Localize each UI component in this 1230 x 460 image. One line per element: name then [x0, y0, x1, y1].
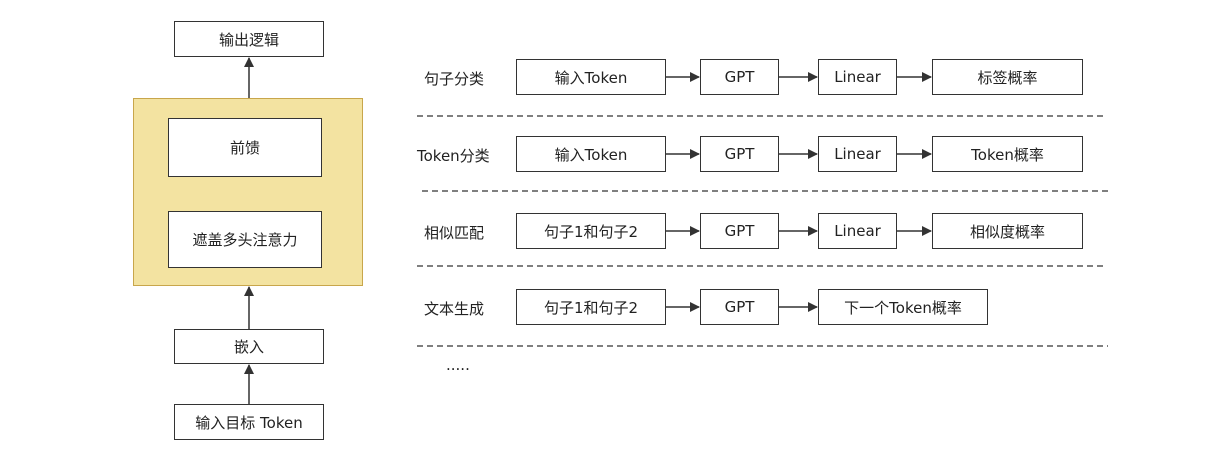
input-token-label: 输入目标 Token [195, 413, 303, 432]
output-logits-box: 输出逻辑 [174, 21, 324, 57]
row3-gpt-label: GPT [724, 222, 755, 240]
row2-gpt-label: GPT [724, 145, 755, 163]
embedding-box: 嵌入 [174, 329, 324, 364]
row1-gpt-label: GPT [724, 68, 755, 86]
row1-linear-box: Linear [818, 59, 897, 95]
row4-gpt-box: GPT [700, 289, 779, 325]
row1-linear-label: Linear [834, 68, 881, 86]
row2-input-box: 输入Token [516, 136, 666, 172]
feed-forward-box: 前馈 [168, 118, 322, 177]
row3-output-box: 相似度概率 [932, 213, 1083, 249]
row1-input-label: 输入Token [554, 68, 628, 87]
task-name-similarity-matching: 相似匹配 [424, 224, 485, 242]
row3-linear-box: Linear [818, 213, 897, 249]
row4-input-label: 句子1和句子2 [543, 298, 639, 317]
row1-gpt-box: GPT [700, 59, 779, 95]
row2-input-label: 输入Token [554, 145, 628, 164]
task-name-token-classification: Token分类 [417, 147, 490, 165]
row2-linear-label: Linear [834, 145, 881, 163]
more-tasks-ellipsis: ..... [446, 356, 470, 374]
row1-input-box: 输入Token [516, 59, 666, 95]
row3-output-label: 相似度概率 [969, 222, 1045, 241]
masked-attention-box: 遮盖多头注意力 [168, 211, 322, 268]
masked-attention-label: 遮盖多头注意力 [192, 231, 298, 249]
row4-input-box: 句子1和句子2 [516, 289, 666, 325]
task-name-text-generation: 文本生成 [424, 300, 485, 318]
embedding-label: 嵌入 [233, 338, 264, 356]
row2-gpt-box: GPT [700, 136, 779, 172]
row1-output-label: 标签概率 [977, 68, 1038, 87]
task-name-sentence-classification: 句子分类 [424, 70, 485, 88]
row3-input-box: 句子1和句子2 [516, 213, 666, 249]
feed-forward-label: 前馈 [229, 139, 260, 157]
input-token-box: 输入目标 Token [174, 404, 324, 440]
row1-output-box: 标签概率 [932, 59, 1083, 95]
row3-gpt-box: GPT [700, 213, 779, 249]
row2-linear-box: Linear [818, 136, 897, 172]
row2-output-box: Token概率 [932, 136, 1083, 172]
row4-output-label: 下一个Token概率 [844, 298, 962, 317]
row3-linear-label: Linear [834, 222, 881, 240]
row4-output-box: 下一个Token概率 [818, 289, 988, 325]
row4-gpt-label: GPT [724, 298, 755, 316]
output-logits-label: 输出逻辑 [218, 30, 279, 49]
row2-output-label: Token概率 [971, 145, 1044, 164]
row3-input-label: 句子1和句子2 [543, 222, 639, 241]
